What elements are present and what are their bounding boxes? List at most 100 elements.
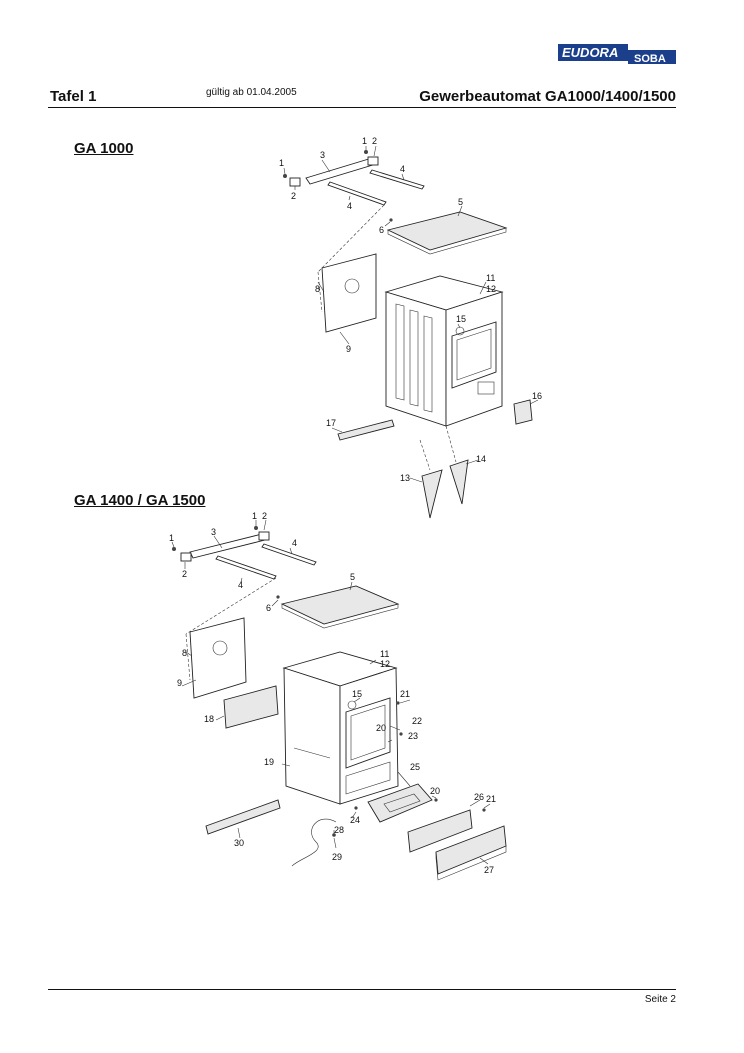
part-20-screw-a-ga1400 bbox=[399, 732, 403, 736]
door-window-ga1400 bbox=[345, 697, 391, 769]
callout-4a-ga1000: 4 bbox=[400, 164, 405, 174]
callout-15-ga1000: 15 bbox=[456, 314, 466, 324]
part-4-rod-b-ga1400 bbox=[261, 543, 317, 566]
part-23-door-seal-ga1400 bbox=[350, 704, 386, 761]
callout-24-ga1400: 24 bbox=[350, 815, 360, 825]
part-5-top-plate-ga1400 bbox=[280, 585, 400, 625]
part-9-rear-panel-ga1400 bbox=[189, 617, 247, 699]
callout-15-ga1400: 15 bbox=[352, 689, 362, 699]
valid-from-date: gültig ab 01.04.2005 bbox=[206, 87, 297, 98]
callout-4b-ga1400: 4 bbox=[238, 580, 243, 590]
diagram-ga1000: 1 2 3 1 2 4 4 5 6 8 9 11 12 15 16 17 13 … bbox=[279, 136, 542, 519]
diagram-ga1400-1500: 1 2 3 1 2 4 4 5 6 8 9 18 11 12 15 21 22 … bbox=[169, 511, 507, 881]
part-29-screw-ga1400 bbox=[332, 833, 336, 837]
model-title: Gewerbeautomat GA1000/1400/1500 bbox=[419, 88, 676, 105]
part-1-screw-right-ga1400 bbox=[254, 526, 258, 530]
callout-2-ga1400: 2 bbox=[182, 569, 187, 579]
part-28-cable-ga1400 bbox=[291, 818, 337, 867]
part-3-bar-ga1000 bbox=[305, 157, 377, 185]
part-21-screw-b-ga1400 bbox=[482, 808, 486, 812]
part-6-screw-ga1400 bbox=[276, 595, 280, 599]
part-2-bracket-left-ga1400 bbox=[180, 552, 192, 562]
callout-11-ga1000: 11 bbox=[486, 273, 495, 283]
callout-8-ga1000: 8 bbox=[315, 284, 320, 294]
part-14-foot-ga1000 bbox=[449, 459, 469, 505]
callout-13-ga1000: 13 bbox=[400, 473, 410, 483]
callout-8-ga1400: 8 bbox=[182, 648, 187, 658]
callout-20a-ga1400: 20 bbox=[376, 723, 386, 733]
callout-4b-ga1000: 4 bbox=[347, 201, 352, 211]
part-25-frame-ga1400 bbox=[367, 783, 433, 823]
section-title-ga1400-1500: GA 1400 / GA 1500 bbox=[74, 492, 206, 509]
part-6-screw-ga1000 bbox=[389, 218, 393, 222]
part-3-bar-ga1400 bbox=[189, 533, 266, 559]
callout-21a-ga1400: 21 bbox=[400, 689, 410, 699]
callout-9-ga1000: 9 bbox=[346, 344, 351, 354]
callout-11-ga1400: 11 bbox=[380, 649, 389, 659]
part-5-top-plate-ga1000 bbox=[386, 211, 508, 251]
callout-1b-ga1000: 1 bbox=[362, 136, 367, 146]
part-30-bottom-bar-ga1400 bbox=[205, 799, 281, 835]
logo-text-soba: SOBA bbox=[634, 53, 666, 65]
callout-18-ga1400: 18 bbox=[204, 714, 214, 724]
section-title-ga1000: GA 1000 bbox=[74, 140, 134, 157]
part-1-screw-right-ga1000 bbox=[364, 150, 368, 154]
part-18-panel-ga1400 bbox=[223, 685, 279, 729]
eudora-soba-logo: EUDORA SOBA bbox=[558, 44, 676, 65]
cabinet-left-side-ga1000 bbox=[385, 291, 447, 427]
plate-number: Tafel 1 bbox=[50, 88, 97, 105]
footer-divider bbox=[48, 989, 676, 990]
part-20-screw-b-ga1400 bbox=[434, 798, 438, 802]
callout-20b-ga1400: 20 bbox=[430, 786, 440, 796]
callout-12-ga1000: 12 bbox=[486, 284, 496, 294]
callout-3-ga1000: 3 bbox=[320, 150, 325, 160]
part-4-rod-a-ga1400 bbox=[215, 555, 277, 580]
part-15-knob-ga1000 bbox=[455, 326, 465, 336]
callout-19-ga1400: 19 bbox=[264, 757, 274, 767]
callout-29-ga1400: 29 bbox=[332, 852, 342, 862]
callout-2-ga1000: 2 bbox=[291, 191, 296, 201]
part-16-cover-ga1000 bbox=[513, 399, 533, 425]
part-1-screw-left-ga1000 bbox=[283, 174, 287, 178]
callout-12-ga1400: 12 bbox=[380, 659, 390, 669]
callout-30-ga1400: 30 bbox=[234, 838, 244, 848]
callout-28-ga1400: 28 bbox=[334, 825, 344, 835]
callout-1-ga1400: 1 bbox=[169, 533, 174, 543]
callout-27-ga1400: 27 bbox=[484, 865, 494, 875]
part-21-screw-a-ga1400 bbox=[396, 701, 400, 705]
part-17-bottom-bar-ga1000 bbox=[337, 419, 395, 441]
callout-4a-ga1400: 4 bbox=[292, 538, 297, 548]
callout-23-ga1400: 23 bbox=[408, 731, 418, 741]
callout-14-ga1000: 14 bbox=[476, 454, 486, 464]
callout-2b-ga1400: 2 bbox=[262, 511, 267, 521]
part-4-rod-a-ga1000 bbox=[327, 181, 387, 206]
callout-5-ga1000: 5 bbox=[458, 197, 463, 207]
callout-9-ga1400: 9 bbox=[177, 678, 182, 688]
door-window-ga1000 bbox=[451, 321, 497, 389]
callout-2b-ga1000: 2 bbox=[372, 136, 377, 146]
part-26-kick-panel-ga1400 bbox=[407, 809, 473, 853]
callout-3-ga1400: 3 bbox=[211, 527, 216, 537]
callout-5-ga1400: 5 bbox=[350, 572, 355, 582]
callout-6-ga1000: 6 bbox=[379, 225, 384, 235]
part-2-bracket-right-ga1400 bbox=[258, 531, 270, 541]
callout-25-ga1400: 25 bbox=[410, 762, 420, 772]
part-1-screw-left-ga1400 bbox=[172, 547, 176, 551]
callout-6-ga1400: 6 bbox=[266, 603, 271, 613]
callout-22-ga1400: 22 bbox=[412, 716, 422, 726]
callout-1b-ga1400: 1 bbox=[252, 511, 257, 521]
callout-16-ga1000: 16 bbox=[532, 391, 542, 401]
callout-26-ga1400: 26 bbox=[474, 792, 484, 802]
part-19-cabinet-side-ga1400 bbox=[283, 667, 341, 805]
part-2-bracket-right-ga1000 bbox=[367, 156, 379, 166]
callout-17-ga1000: 17 bbox=[326, 418, 336, 428]
callout-21b-ga1400: 21 bbox=[486, 794, 496, 804]
part-15-knob-ga1400 bbox=[347, 700, 357, 710]
part-24-screw-ga1400 bbox=[354, 806, 358, 810]
header-divider bbox=[48, 107, 676, 108]
part-13-foot-ga1000 bbox=[421, 469, 443, 519]
part-2-bracket-left-ga1000 bbox=[289, 177, 301, 187]
page-number: Seite 2 bbox=[644, 994, 676, 1005]
part-4-rod-b-ga1000 bbox=[369, 169, 425, 190]
